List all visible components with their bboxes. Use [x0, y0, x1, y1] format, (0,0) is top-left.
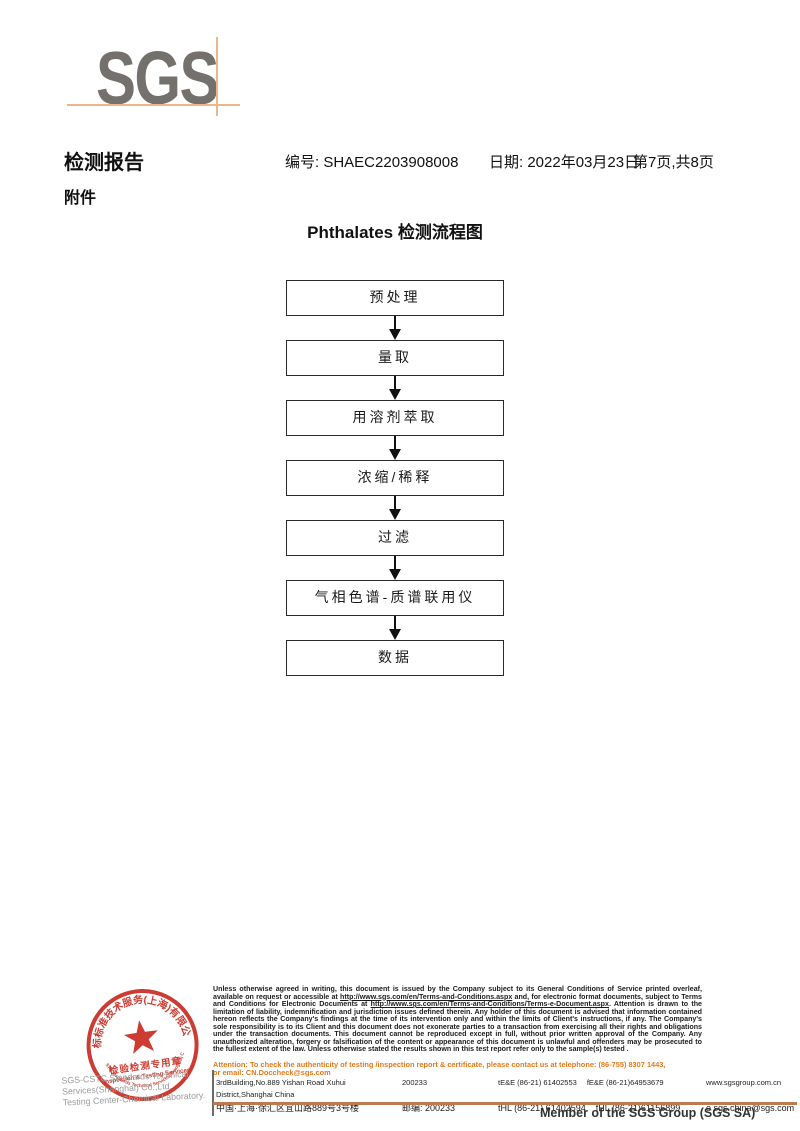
postcode-chinese: 邮编: 200233 [402, 1103, 456, 1113]
attention-notice: Attention: To check the authenticity of … [213, 1060, 702, 1078]
phone-fax-english: tE&E (86-21) 61402553 fE&E (86-21)6495367… [498, 1077, 706, 1101]
arrow-down-icon [389, 496, 401, 520]
flow-step-pretreatment: 预处理 [286, 280, 504, 316]
arrow-down-icon [389, 556, 401, 580]
arrow-down-icon [389, 436, 401, 460]
footer-horizontal-rule [213, 1102, 797, 1105]
fax-chinese: fHL (86-21)61156899 [595, 1103, 681, 1113]
flow-step-data: 数据 [286, 640, 504, 676]
page-indicator: 第7页,共8页 [633, 154, 714, 171]
terms-e-document-url: http://www.sgs.com/en/Terms-and-Conditio… [370, 1000, 609, 1008]
star-icon [123, 1020, 158, 1054]
flow-step-concentrate-dilute: 浓缩/稀释 [286, 460, 504, 496]
address-block: 3rdBuilding,No.889 Yishan Road Xuhui Dis… [216, 1077, 798, 1114]
website: www.sgsgroup.com.cn [706, 1078, 782, 1087]
disclaimer-text-3: . Attention is drawn to the limitation o… [213, 1000, 702, 1053]
disclaimer-text-2: and, for electronic format documents, su… [213, 992, 702, 1008]
legal-disclaimer: Unless otherwise agreed in writing, this… [213, 985, 702, 1054]
tel-english: tE&E (86-21) 61402553 [498, 1078, 577, 1087]
disclaimer-text-1: Unless otherwise agreed in writing, this… [213, 985, 702, 1001]
postcode-english: 200233 [402, 1078, 428, 1087]
phone-fax-chinese: tHL (86-21) 61402594 fHL (86-21)61156899 [498, 1102, 706, 1114]
arrow-down-icon [389, 616, 401, 640]
logo-vertical-line [216, 37, 218, 116]
address-english: 3rdBuilding,No.889 Yishan Road Xuhui Dis… [216, 1078, 346, 1099]
email: e sgs.china@sgs.com [706, 1103, 795, 1113]
terms-url: http://www.sgs.com/en/Terms-and-Conditio… [340, 992, 513, 1001]
flow-step-gcms: 气相色谱-质谱联用仪 [286, 580, 504, 616]
sgs-logo: SGS [96, 36, 220, 120]
footer-vertical-divider [212, 1070, 214, 1116]
flow-step-measure: 量取 [286, 340, 504, 376]
arrow-down-icon [389, 376, 401, 400]
sgs-group-member-note: Member of the SGS Group (SGS SA) [540, 1106, 756, 1120]
attachment-label: 附件 [64, 190, 97, 207]
fax-english: fE&E (86-21)64953679 [586, 1078, 664, 1087]
attention-line2: or email: CN.Doccheck@sgs.com [213, 1068, 331, 1078]
flow-step-solvent-extraction: 用溶剂萃取 [286, 400, 504, 436]
attention-line1: Attention: To check the authenticity of … [213, 1060, 666, 1069]
report-number: 编号: SHAEC2203908008 [285, 154, 459, 171]
report-title: 检测报告 [64, 152, 144, 174]
arrow-down-icon [389, 316, 401, 340]
red-seal-stamp-icon: 通标标准技术服务(上海)有限公司 检验检测专用章 Inspection & Te… [70, 980, 199, 1102]
flowchart: 预处理 量取 用溶剂萃取 浓缩/稀释 过滤 气相色谱-质谱联用仪 数据 [285, 280, 505, 676]
flow-step-filter: 过滤 [286, 520, 504, 556]
report-date: 日期: 2022年03月23日 [489, 154, 640, 171]
logo-horizontal-line [67, 104, 240, 106]
flowchart-title: Phthalates 检测流程图 [307, 223, 483, 242]
address-chinese: 中国·上海·徐汇区宜山路889号3号楼 [216, 1103, 360, 1113]
tel-chinese: tHL (86-21) 61402594 [498, 1103, 586, 1113]
